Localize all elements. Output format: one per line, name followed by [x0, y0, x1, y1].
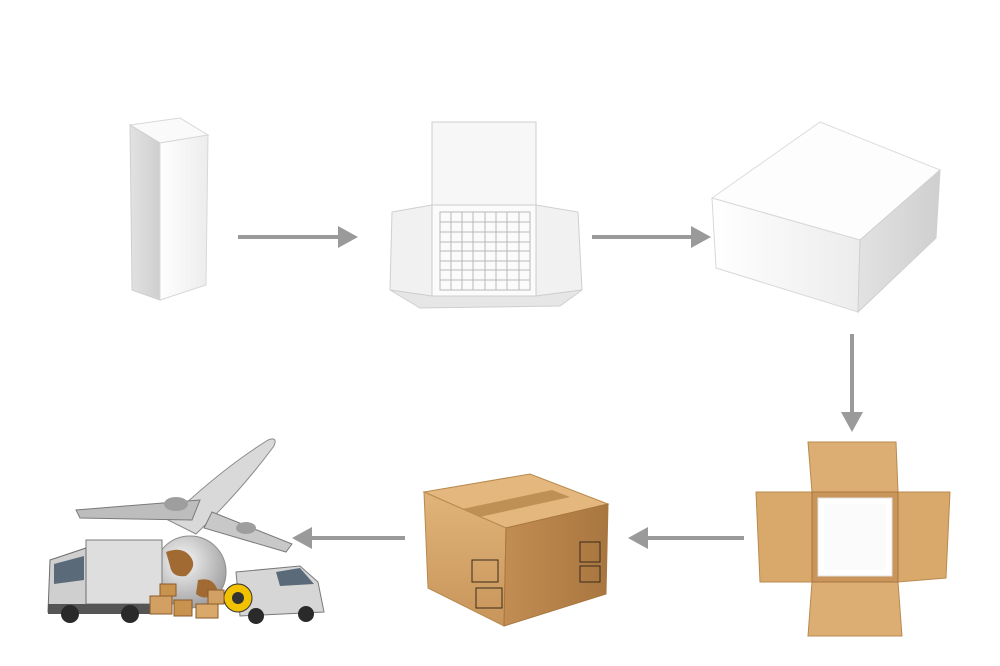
sealed-shipping-carton-image [422, 473, 610, 627]
truck-icon [47, 539, 164, 623]
logistics-transport-image [47, 438, 325, 624]
open-grid-tray-box-image [389, 121, 583, 309]
arrow-down-3 [841, 334, 863, 432]
handling-symbols-icon [471, 541, 601, 609]
parcels-icon [149, 583, 225, 619]
airplane-icon [75, 438, 293, 553]
arrow-left-4 [628, 527, 744, 549]
arrow-left-5 [292, 527, 405, 549]
packing-tape [448, 490, 570, 520]
open-shipping-carton-image [755, 441, 951, 637]
van-icon [223, 565, 325, 624]
arrow-right-1 [238, 226, 358, 248]
single-product-box-image [128, 117, 210, 301]
grid-insert [439, 211, 531, 291]
arrow-right-2 [592, 226, 711, 248]
closed-white-carton-image [710, 121, 941, 314]
